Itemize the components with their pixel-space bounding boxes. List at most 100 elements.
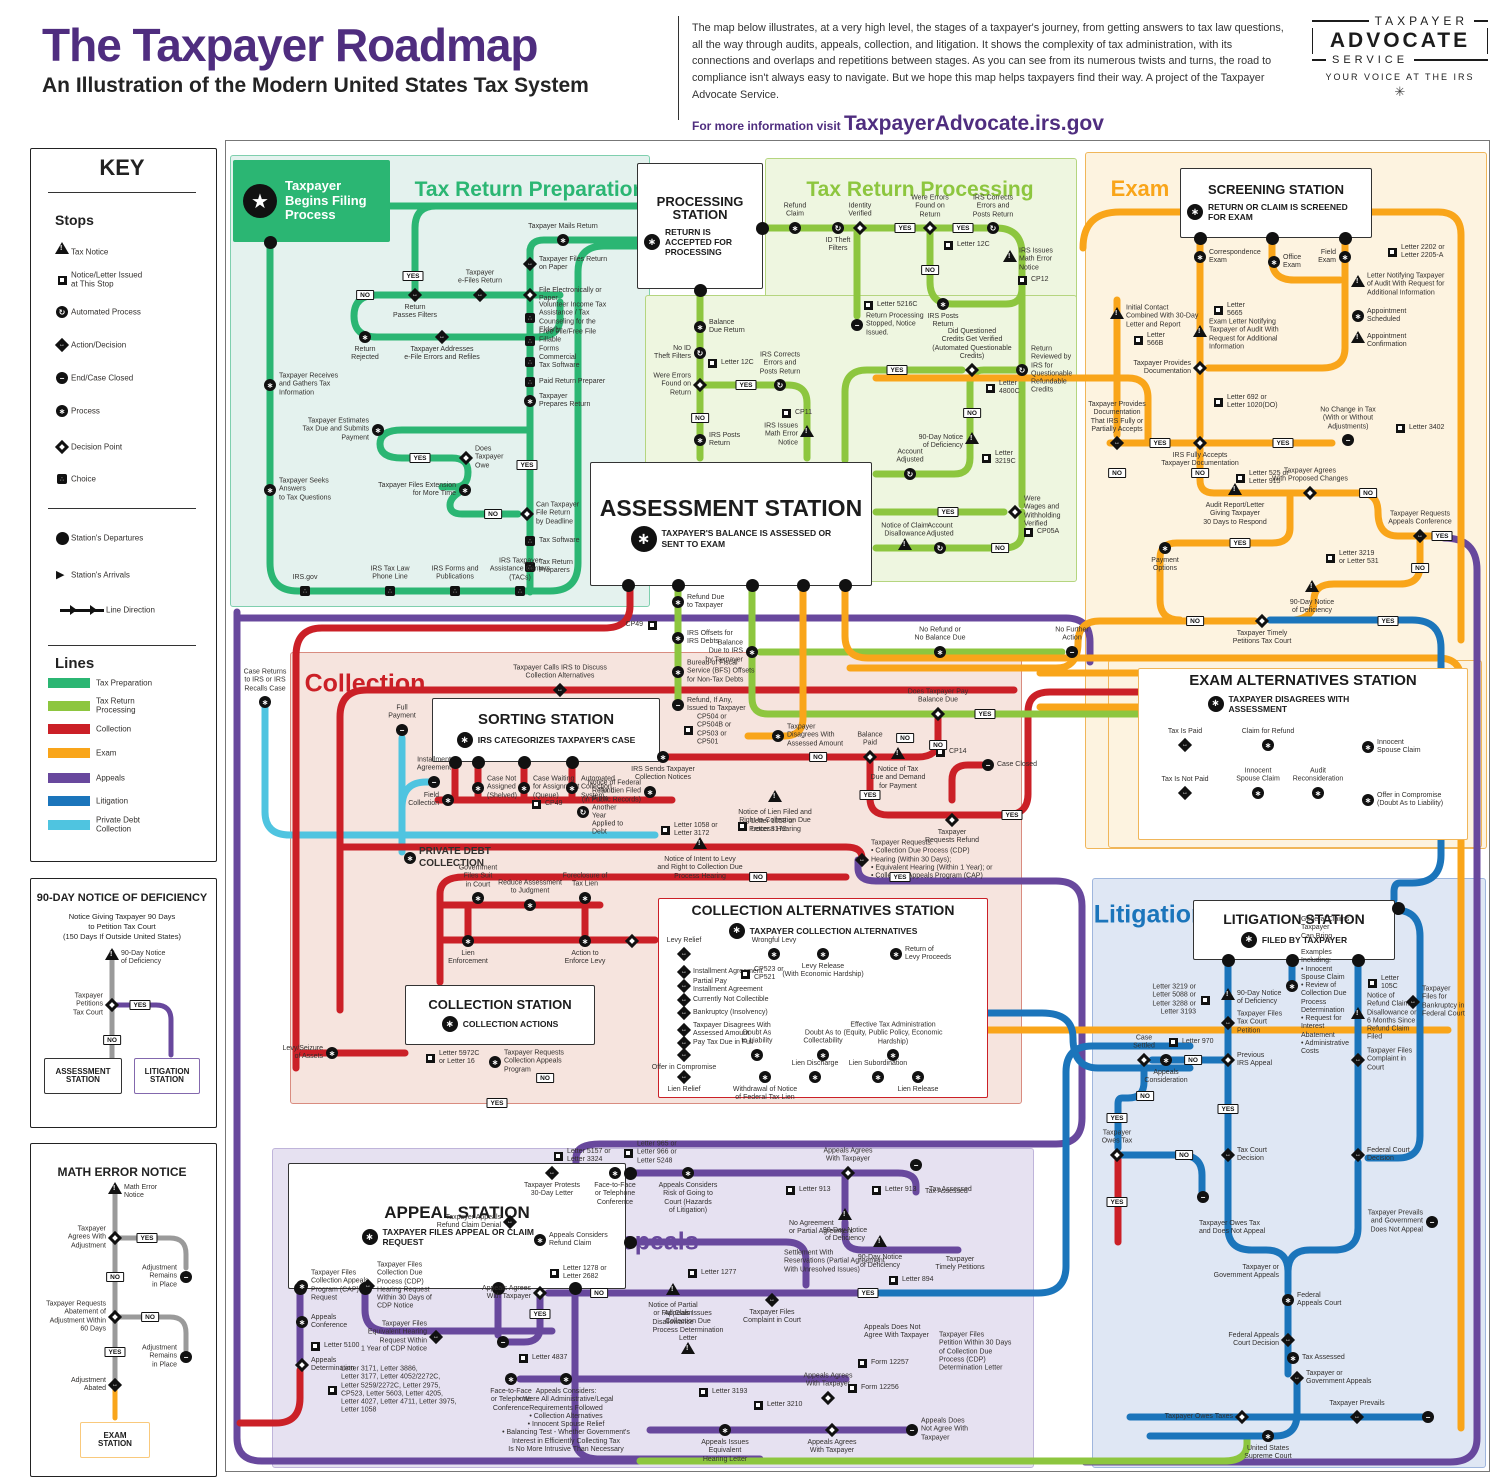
process-icon: ∗ — [1262, 739, 1274, 751]
departure-icon — [623, 1166, 637, 1180]
stop-label: CP49 — [545, 799, 563, 807]
stop-label: Letter 1058 or Letter 3172 — [751, 817, 795, 833]
station-title: ASSESSMENT STATION — [599, 495, 863, 522]
gray-line — [112, 1235, 189, 1271]
stop-label: IRS Issues Math Error Notice — [764, 422, 798, 447]
process-icon: ∗ — [937, 298, 949, 310]
end-case-closed-icon: − — [428, 776, 440, 788]
page-subtitle: An Illustration of the Modern United Sta… — [42, 74, 589, 97]
no-badge: NO — [536, 1073, 554, 1083]
letter-icon — [707, 358, 717, 368]
process-icon: ∗ — [809, 1071, 821, 1083]
deficiency-panel-subtitle: Notice Giving Taxpayer 90 Days to Petiti… — [63, 912, 181, 941]
station-title: LITIGATION STATION — [144, 1066, 190, 1084]
stop-label: 90-Day Notice of Deficiency — [822, 1227, 868, 1243]
stop-label: Pay Tax Due in Full — [693, 1038, 754, 1046]
tax-notice-icon: ! — [800, 425, 814, 437]
stop-label: CP05A — [1037, 527, 1060, 535]
star-icon: ★ — [243, 184, 277, 218]
end-case-closed-icon: − — [982, 759, 994, 771]
pdc-line — [261, 696, 294, 839]
stop-label: Appeals Considers Refund Claim — [549, 1231, 608, 1247]
appeals-line — [504, 1293, 544, 1346]
stop-label: Appeals Does Not Agree With Taxpayer — [921, 1417, 969, 1442]
letter-icon — [57, 275, 67, 285]
departure-icon — [263, 235, 277, 249]
litigation-line — [876, 1042, 1194, 1297]
letter-icon — [785, 1185, 795, 1195]
end-case-closed-icon: − — [906, 1424, 918, 1436]
stop-label: Taxpayer Seeks Answers to Tax Questions — [279, 477, 332, 502]
process-icon: ∗ — [887, 1049, 899, 1061]
process-icon: ∗ — [672, 596, 684, 608]
process-icon: ∗ — [694, 321, 706, 333]
page-title: The Taxpayer Roadmap — [42, 19, 539, 71]
stop-label: Taxpayer Requests Appeals Conference — [1388, 510, 1452, 526]
choice-icon: ∴ — [525, 536, 535, 546]
letter-icon — [549, 1268, 559, 1278]
stop-label: Face-to-Face or Telephone Conference — [490, 1388, 532, 1412]
end-case-closed-icon: − — [180, 1271, 192, 1283]
station-title: ASSESSMENT STATION — [55, 1066, 111, 1084]
stop-label: No Agreement or Partial Agreement — [789, 1219, 853, 1235]
end-case-closed-icon: − — [1197, 1191, 1209, 1203]
stop-label: Tax Return Processing — [96, 696, 136, 715]
appeals-line — [233, 608, 1076, 1465]
stop-label: Installment Agreement — [416, 756, 452, 772]
stop-label: 90-Day Notice of Deficiency — [121, 949, 166, 965]
gear-icon: ∗ — [644, 234, 660, 251]
tax-notice-icon: ! — [1351, 1007, 1365, 1019]
line-direction-icon — [60, 604, 104, 615]
station-exam-alternatives-station: EXAM ALTERNATIVES STATION∗TAXPAYER DISAG… — [1138, 668, 1468, 840]
stop-label: Tax Software — [539, 536, 580, 544]
stop-label: Federal Court Decision — [1367, 1146, 1410, 1162]
stop-label: Adjustment Remains in Place — [141, 1344, 177, 1369]
stop-label: IRS Fully Accepts Taxpayer Documentation — [1161, 452, 1239, 468]
stop-label: Tax Court Decision — [1237, 1146, 1267, 1162]
stop-label: Letter 12C — [957, 240, 990, 248]
stop-label: Taxpayer Prevails and Government Does No… — [1367, 1209, 1423, 1234]
station-appeal-station: APPEAL STATION∗TAXPAYER FILES APPEAL OR … — [288, 1163, 626, 1289]
stop-label: Tax Return Preparers — [539, 558, 573, 574]
stop-label: Appeals Agrees With Taxpayer — [823, 1147, 873, 1163]
stop-label: Levy Relief — [666, 936, 702, 944]
math-error-panel-title: MATH ERROR NOTICE — [57, 1165, 187, 1179]
process-icon: ∗ — [694, 434, 706, 446]
stop-label: Letter 1058 or Letter 3172 — [674, 821, 718, 837]
stop-label: Exam Letter Notifying Taxpayer of Audit … — [1209, 318, 1279, 351]
stop-label: Taxpayer Petitions Tax Court — [73, 992, 103, 1017]
stop-label: Taxpayer Owes Tax — [1101, 1129, 1133, 1145]
stop-label: Field Collection — [408, 791, 439, 807]
automated-process-icon: ↻ — [934, 542, 946, 554]
stop-label: CP14 — [949, 747, 967, 755]
stop-label: Taxpayer Files Collection Appeals Progra… — [311, 1269, 369, 1302]
stop-label: Balance Paid — [857, 731, 883, 747]
stop-label: Taxpayer Requests Abatement of Adjustmen… — [46, 1300, 106, 1333]
stop-label: Letter 3219 or Letter 531 — [1339, 549, 1379, 565]
stop-label: Letter 913 — [799, 1185, 831, 1193]
departure-icon — [1285, 953, 1299, 967]
tax-notice-icon: ! — [681, 1342, 695, 1354]
no-badge: NO — [1136, 1091, 1154, 1101]
litigation-line — [1364, 906, 1424, 1162]
process-icon: ∗ — [1312, 787, 1324, 799]
appeals-line — [841, 1218, 962, 1254]
stop-label: Notice of Refund Claim Disallowance or 6… — [1367, 992, 1417, 1041]
taxpayer-advocate-link[interactable]: TaxpayerAdvocate.irs.gov — [844, 111, 1104, 135]
station-title: PROCESSING STATION — [656, 193, 744, 223]
departure-icon — [565, 755, 579, 769]
automated-process-icon: ↻ — [832, 222, 844, 234]
stop-label: Previous IRS Appeal — [1237, 1051, 1273, 1067]
tax-notice-icon: ! — [965, 432, 979, 444]
stop-label: Federal Appeals Court — [1297, 1291, 1342, 1307]
collection-line — [451, 758, 576, 804]
stop-label: Case Waiting for Assignment (Queue) — [533, 775, 580, 800]
letter-icon — [888, 1275, 898, 1285]
station-assessment-station: ASSESSMENT STATION∗TAXPAYER'S BALANCE IS… — [590, 462, 872, 586]
stop-label: Taxpayer Calls IRS to Discuss Collection… — [513, 664, 607, 680]
no-badge: NO — [691, 413, 709, 423]
stop-label: Claim for Refund — [1241, 727, 1295, 735]
station-sorting-station: SORTING STATION∗IRS CATEGORIZES TAXPAYER… — [432, 698, 660, 762]
process-icon: ∗ — [579, 892, 591, 904]
stop-label: Bureau of Fiscal Service (BFS) Offsets f… — [687, 659, 755, 684]
